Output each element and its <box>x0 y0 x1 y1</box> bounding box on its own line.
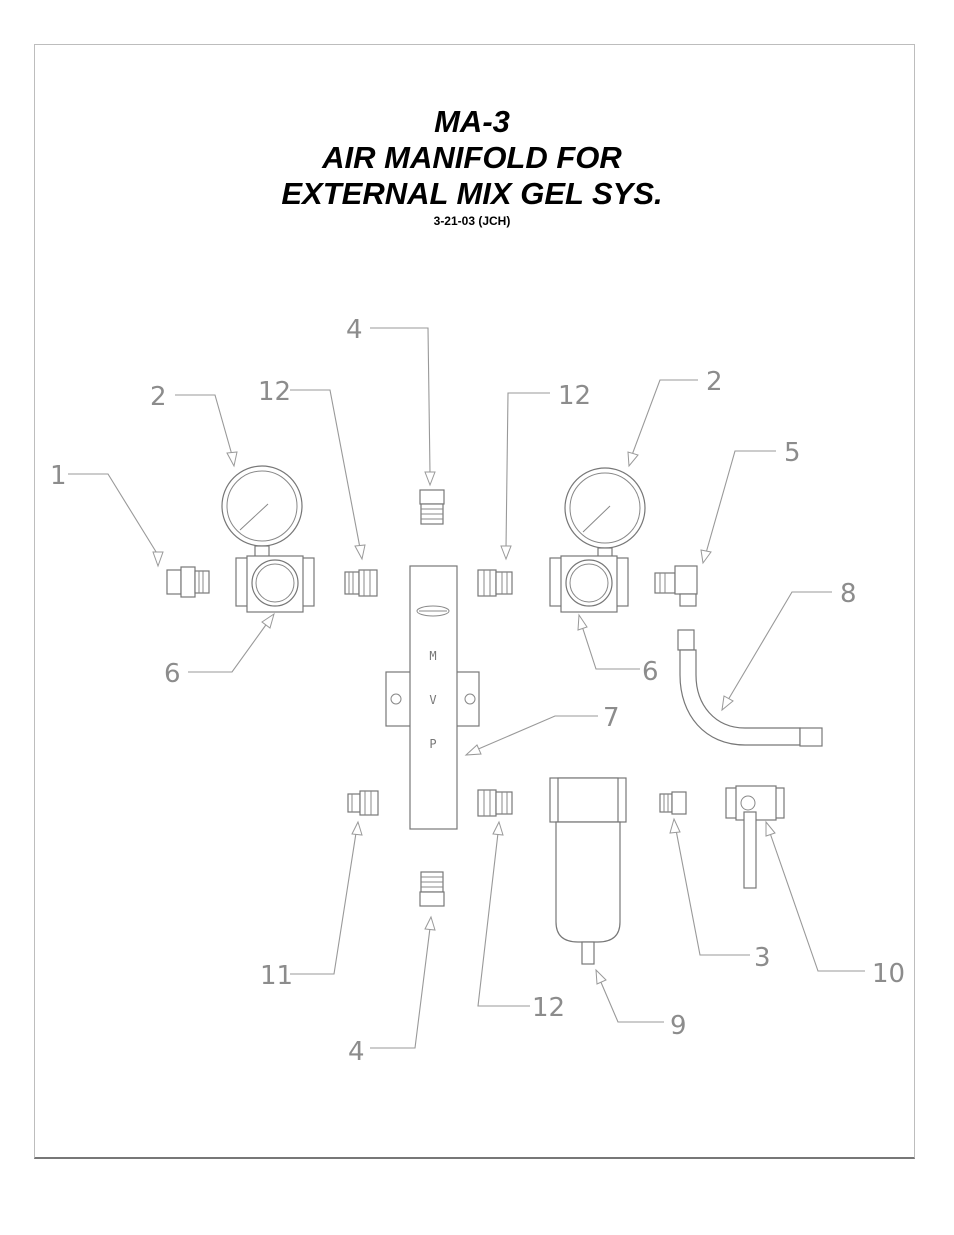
callout-2-left: 2 <box>150 382 167 412</box>
part-nipple-12-left-upper <box>344 569 378 597</box>
part-hose-8 <box>677 629 823 747</box>
callout-12-right-upper: 12 <box>558 381 591 411</box>
manifold-letter-p: P <box>429 737 436 751</box>
callout-10: 10 <box>872 959 905 989</box>
leader-lines <box>68 327 865 1049</box>
callout-6-right: 6 <box>642 657 659 687</box>
part-regulator-body-left <box>235 555 315 613</box>
part-filter-9 <box>549 777 627 965</box>
part-nipple-12-right-upper <box>477 569 513 597</box>
manifold-letter-v: V <box>429 693 436 707</box>
callout-2-right: 2 <box>706 367 723 397</box>
callout-12-right-lower: 12 <box>532 993 565 1023</box>
callout-6-left: 6 <box>164 659 181 689</box>
drawing-title-line3: EXTERNAL MIX GEL SYS. <box>281 176 663 211</box>
callout-3: 3 <box>754 943 771 973</box>
drawing-title-line2: AIR MANIFOLD FOR <box>322 140 622 175</box>
drawing-title-part-number: MA-3 <box>434 104 510 139</box>
part-ball-valve-10 <box>725 785 785 889</box>
callout-12-left-upper: 12 <box>258 377 291 407</box>
part-bushing-11 <box>347 790 379 816</box>
part-plug-4-top <box>419 489 445 525</box>
callout-5: 5 <box>784 438 801 468</box>
callout-9: 9 <box>670 1011 687 1041</box>
part-regulator-body-right <box>549 555 629 613</box>
callout-labels: 1 2 12 4 12 2 5 8 6 6 7 11 12 4 9 3 10 <box>50 315 905 1067</box>
part-gauge-left <box>221 465 303 559</box>
drawing-date: 3-21-03 (JCH) <box>433 214 511 228</box>
part-fitting-1 <box>166 566 210 598</box>
part-elbow-5 <box>654 565 698 607</box>
callout-11: 11 <box>260 961 293 991</box>
callout-8: 8 <box>840 579 857 609</box>
manifold-letter-m: M <box>429 649 436 663</box>
part-nipple-3 <box>659 791 687 815</box>
part-gauge-right <box>564 467 646 559</box>
title-block: MA-3 AIR MANIFOLD FOR EXTERNAL MIX GEL S… <box>0 104 944 228</box>
drawing-frame <box>34 44 915 1159</box>
callout-7: 7 <box>603 703 620 733</box>
callout-4-bottom: 4 <box>348 1037 365 1067</box>
part-nipple-12-right-lower <box>477 789 513 817</box>
callout-4-top: 4 <box>346 315 363 345</box>
part-manifold-7: M V P <box>385 565 480 830</box>
callout-1: 1 <box>50 461 67 491</box>
part-plug-4-bottom <box>419 871 445 907</box>
